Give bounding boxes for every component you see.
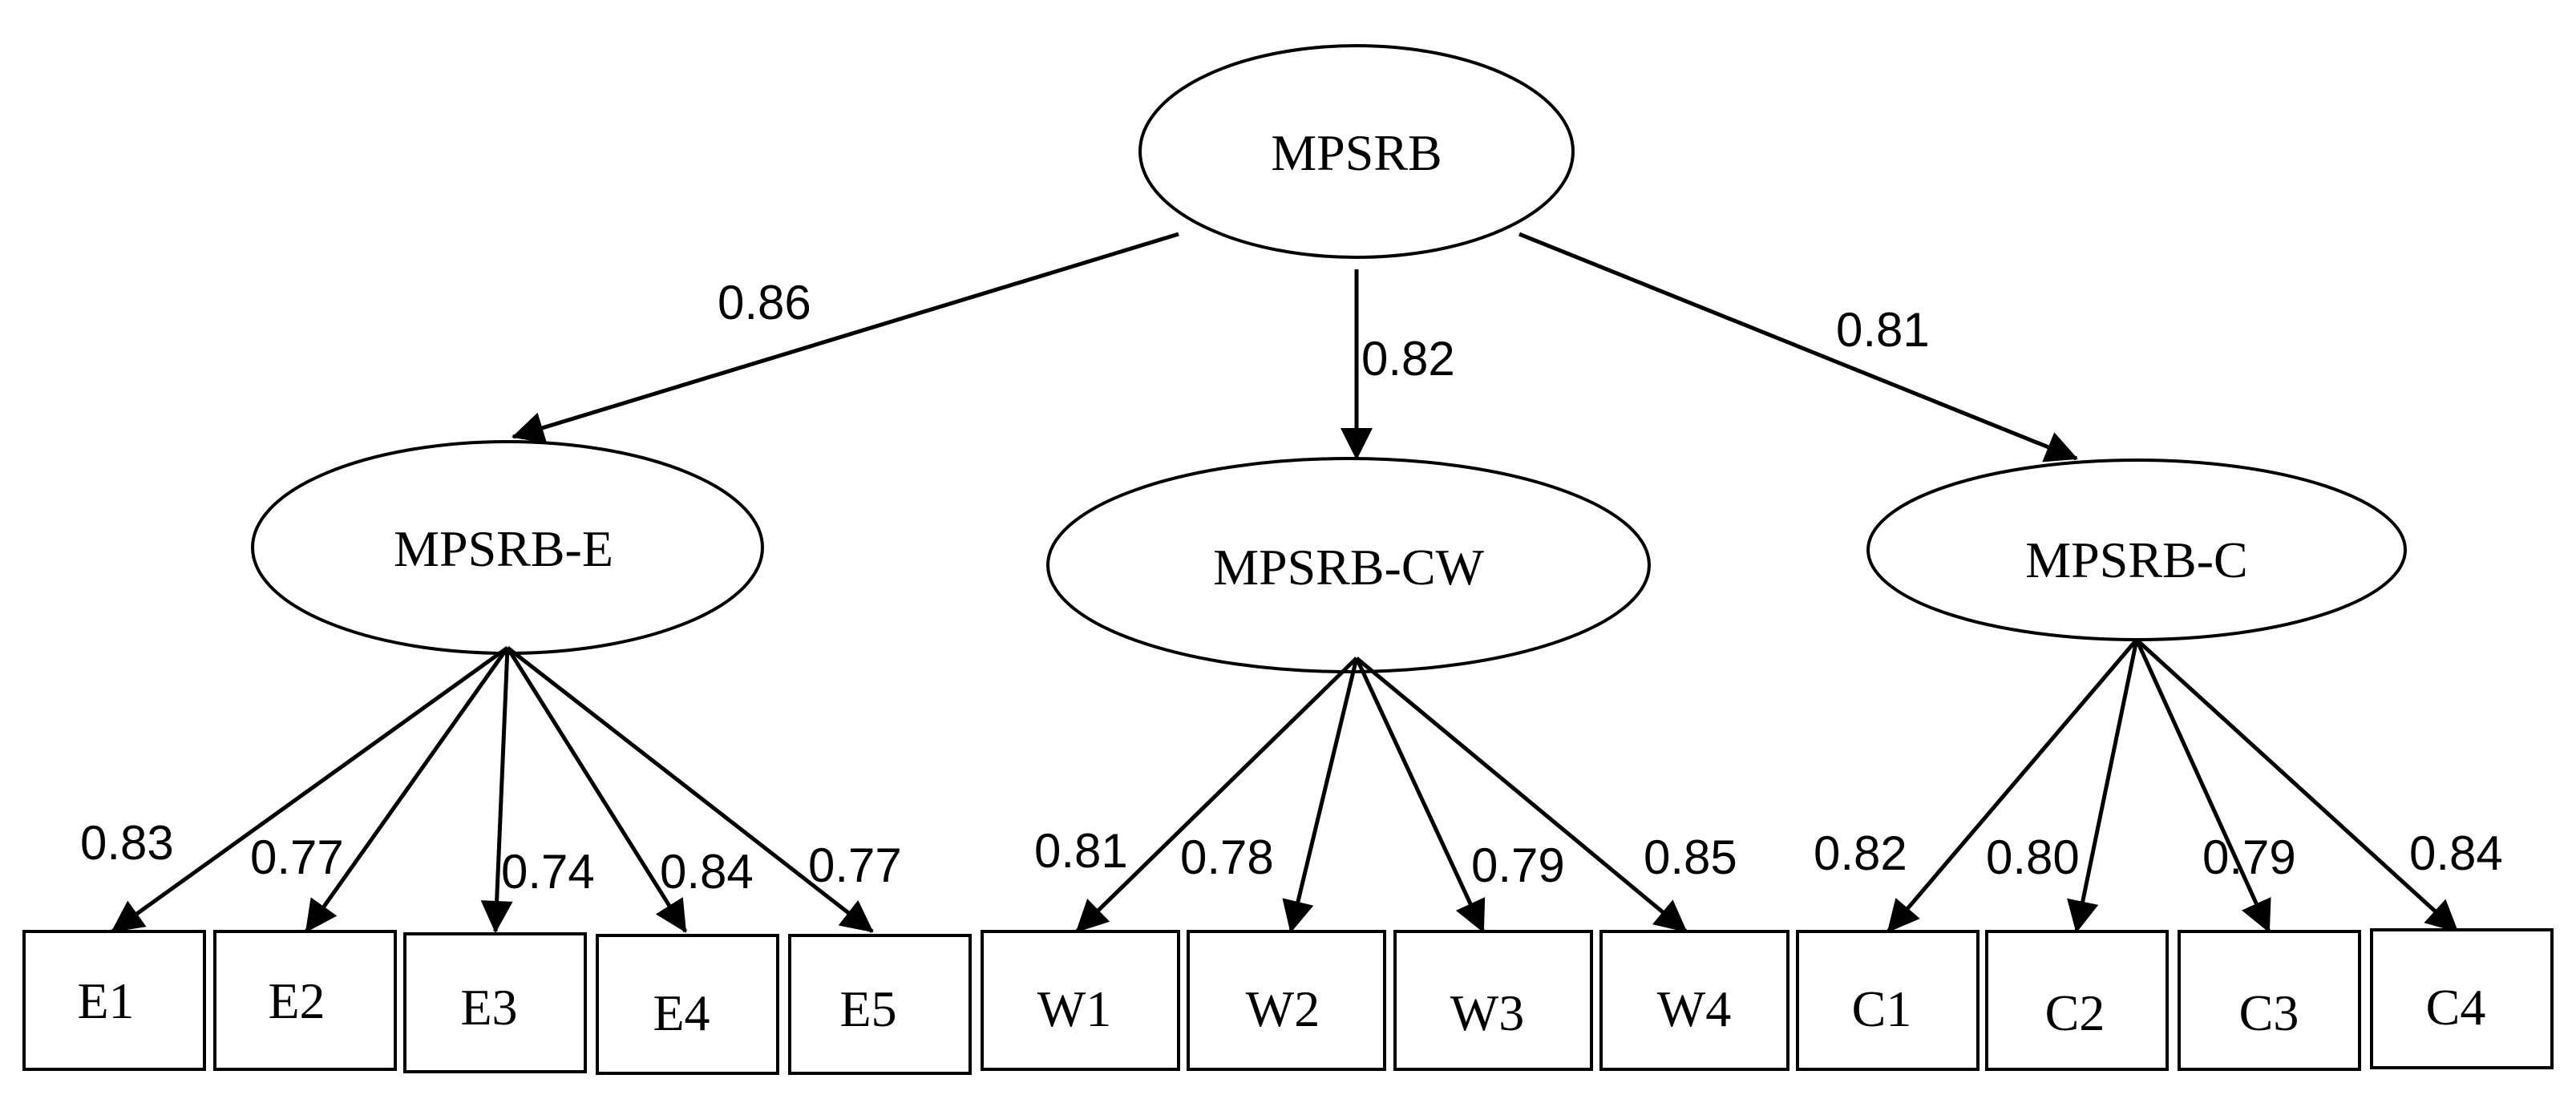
edge-cw-to-w2 (1282, 657, 1359, 933)
indicator-box-w4 (1599, 930, 1789, 1071)
indicator-c3: C3 (2178, 930, 2361, 1071)
indicator-box-e5 (788, 934, 972, 1075)
coef-e1: 0.83 (80, 816, 174, 870)
edge-cw-to-w3 (1354, 657, 1486, 933)
factor-node-c: MPSRB-C (1866, 459, 2407, 641)
edge-e-to-e3 (480, 647, 513, 933)
indicator-edges (111, 638, 2459, 934)
indicator-box-e1 (22, 930, 206, 1071)
indicator-label-e2: E2 (268, 972, 325, 1029)
coef-root-cw: 0.82 (1361, 332, 1455, 386)
indicator-c4: C4 (2370, 928, 2554, 1069)
indicator-e1: E1 (22, 930, 206, 1071)
indicator-label-e4: E4 (653, 984, 710, 1041)
indicator-label-w2: W2 (1246, 980, 1320, 1037)
edge-e-to-e4 (505, 646, 688, 933)
indicator-label-c2: C2 (2045, 984, 2105, 1041)
coef-e4: 0.84 (660, 845, 754, 899)
indicator-c2: C2 (1985, 930, 2169, 1071)
coef-e3: 0.74 (501, 845, 595, 899)
edge-root-to-e (512, 232, 1179, 444)
edge-e-to-e2 (304, 646, 510, 933)
indicator-box-e2 (213, 930, 397, 1071)
indicator-coefficients: 0.83 0.77 0.74 0.84 0.77 0.81 0.78 0.79 … (80, 816, 2503, 899)
indicator-box-w3 (1393, 930, 1593, 1071)
indicator-box-w2 (1187, 930, 1386, 1071)
coef-e5: 0.77 (808, 838, 902, 892)
coef-e2: 0.77 (250, 830, 344, 884)
coef-w4: 0.85 (1644, 830, 1737, 884)
indicator-label-c3: C3 (2239, 984, 2299, 1041)
edge-e-to-e1 (111, 645, 509, 934)
indicator-label-e3: E3 (460, 979, 517, 1036)
root-edges (512, 232, 2078, 463)
indicator-box-w1 (981, 930, 1180, 1071)
edge-root-to-c (1519, 232, 2078, 463)
edge-e-to-e5 (506, 646, 874, 933)
indicator-e4: E4 (596, 934, 779, 1075)
root-label: MPSRB (1271, 124, 1442, 181)
indicator-label-c1: C1 (1852, 980, 1912, 1037)
factor-node-cw: MPSRB-CW (1046, 457, 1651, 673)
indicator-e5: E5 (788, 934, 972, 1075)
indicator-c1: C1 (1796, 930, 1980, 1071)
coef-root-e: 0.86 (718, 276, 811, 329)
coef-c1: 0.82 (1814, 826, 1907, 880)
edge-cw-to-w4 (1355, 657, 1688, 933)
indicator-box-e4 (596, 934, 779, 1075)
indicator-box-c4 (2370, 928, 2554, 1069)
indicator-e3: E3 (403, 932, 587, 1073)
indicator-w2: W2 (1187, 930, 1386, 1071)
factor-ellipse-cw (1046, 457, 1651, 673)
indicator-label-w4: W4 (1657, 980, 1731, 1037)
factor-label-cw: MPSRB-CW (1213, 539, 1484, 596)
indicator-label-w1: W1 (1037, 980, 1111, 1037)
indicator-label-c4: C4 (2426, 979, 2486, 1036)
coef-c4: 0.84 (2409, 826, 2503, 880)
coef-w3: 0.79 (1471, 838, 1565, 892)
indicator-box-c3 (2178, 930, 2361, 1071)
factor-label-e: MPSRB-E (394, 520, 613, 577)
indicator-e2: E2 (213, 930, 397, 1071)
indicator-box-e3 (403, 932, 587, 1073)
root-node: MPSRB (1138, 44, 1575, 259)
edge-cw-to-w1 (1075, 657, 1358, 933)
edge-c-to-c2 (2067, 639, 2139, 933)
indicator-box-c2 (1985, 930, 2169, 1071)
indicator-box-c1 (1796, 930, 1980, 1071)
edge-c-to-c3 (2134, 638, 2271, 933)
edge-c-to-c4 (2135, 638, 2459, 933)
coef-w2: 0.78 (1180, 830, 1274, 884)
indicator-w1: W1 (981, 930, 1180, 1071)
indicator-label-e5: E5 (839, 980, 896, 1037)
edge-c-to-c1 (1887, 638, 2138, 933)
coef-c2: 0.80 (1986, 830, 2080, 884)
coef-root-c: 0.81 (1836, 303, 1930, 357)
coef-c3: 0.79 (2202, 830, 2296, 884)
indicator-boxes: E1 E2 E3 E4 E5 W1 W2 W3 (22, 928, 2554, 1075)
indicator-w3: W3 (1393, 930, 1593, 1071)
root-ellipse (1138, 44, 1575, 259)
coef-w1: 0.81 (1034, 824, 1128, 878)
indicator-w4: W4 (1599, 930, 1789, 1071)
factor-node-e: MPSRB-E (251, 440, 764, 655)
factor-label-c: MPSRB-C (2025, 531, 2247, 588)
indicator-label-w3: W3 (1450, 984, 1524, 1041)
indicator-label-e1: E1 (77, 972, 134, 1029)
